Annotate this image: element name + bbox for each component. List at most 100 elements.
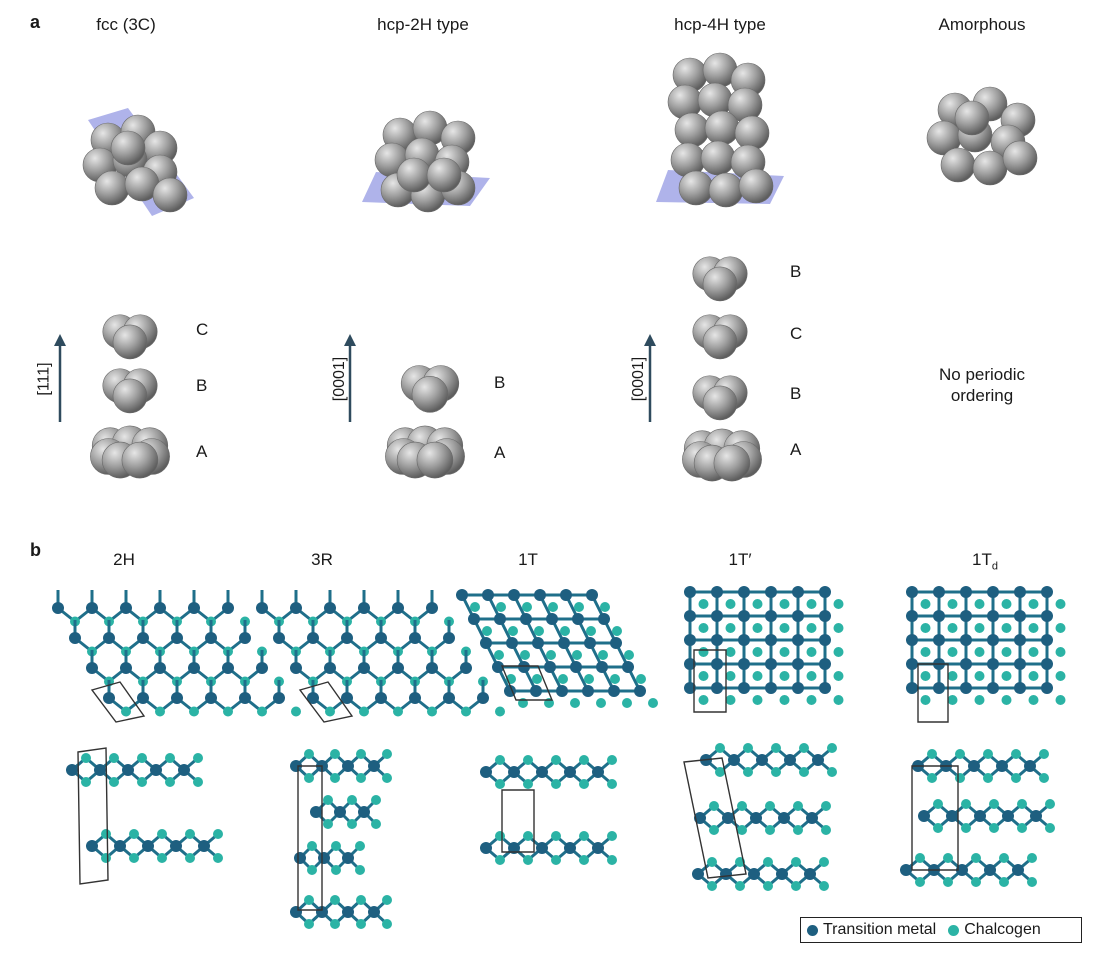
title-3r: 3R [311, 550, 333, 569]
metal-atom [324, 602, 336, 614]
chalcogen-atom [989, 823, 999, 833]
chalcogen-atom [356, 919, 366, 929]
metal-atom [150, 764, 162, 776]
chalcogen-atom [551, 855, 561, 865]
hcp4h-cluster-atom [678, 170, 714, 206]
metal-atom [94, 764, 106, 776]
chalcogen-atom [709, 825, 719, 835]
metal-atom [592, 842, 604, 854]
chalcogen-atom [725, 647, 736, 657]
chalcogen-atom [551, 831, 561, 841]
metal-atom [508, 766, 520, 778]
chalcogen-atom [806, 623, 817, 633]
chalcogen-atom [371, 795, 381, 805]
metal-atom [114, 840, 126, 852]
chalcogen-atom [707, 857, 717, 867]
chalcogen-atom [1001, 599, 1012, 609]
legend: Transition metal Chalcogen [800, 917, 1082, 943]
metal-atom [974, 810, 986, 822]
chalcogen-atom [791, 881, 801, 891]
chalcogen-atom [495, 779, 505, 789]
unit-cell-box [917, 663, 949, 723]
chalcogen-atom [1011, 773, 1021, 783]
metal-atom [556, 685, 568, 697]
metal-atom [804, 868, 816, 880]
chalcogen-atom [579, 755, 589, 765]
chalcogen-atom [1017, 823, 1027, 833]
crystal-structures [52, 586, 1066, 929]
metal-atom [536, 766, 548, 778]
metal-atom [368, 760, 380, 772]
metal-atom [634, 685, 646, 697]
chalcogen-atom [532, 674, 542, 684]
metal-atom [120, 602, 132, 614]
metal-atom [960, 586, 972, 598]
chalcogen-atom [551, 755, 561, 765]
unit-cell-box [90, 681, 146, 723]
title-1td-main: 1T [972, 550, 992, 569]
chalcogen-atom [821, 801, 831, 811]
metal-atom [142, 840, 154, 852]
metal-atom [984, 864, 996, 876]
chalcogen-atom [157, 853, 167, 863]
chalcogen-atom [1001, 671, 1012, 681]
panel-a-letter: a [30, 12, 41, 32]
metal-atom [310, 806, 322, 818]
chalcogen-atom [933, 823, 943, 833]
metal-atom [426, 662, 438, 674]
unit-cell-box [683, 757, 747, 879]
chalcogen-atom [947, 671, 958, 681]
metal-atom [536, 842, 548, 854]
chalcogen-atom [974, 623, 985, 633]
metal-atom [239, 632, 251, 644]
metal-atom [222, 662, 234, 674]
metal-atom [765, 610, 777, 622]
chalcogen-atom [765, 825, 775, 835]
metal-atom [738, 658, 750, 670]
chalcogen-atom [806, 599, 817, 609]
chalcogen-atom [1001, 623, 1012, 633]
chalcogen-atom [1011, 749, 1021, 759]
chalcogen-atom [355, 841, 365, 851]
metal-atom [684, 586, 696, 598]
amorphous-cluster-atom [972, 150, 1008, 186]
hcp4h-layer-b: B [790, 384, 802, 403]
chalcogen-atom [1055, 599, 1066, 609]
chalcogen-atom [793, 825, 803, 835]
amorphous-cluster-atom [954, 100, 990, 136]
chalcogen-atom [213, 853, 223, 863]
metal-atom [170, 840, 182, 852]
metal-atom [154, 602, 166, 614]
title-1t: 1T [518, 550, 538, 569]
chalcogen-atom [920, 599, 931, 609]
chalcogen-atom [765, 801, 775, 811]
metal-atom [792, 610, 804, 622]
metal-atom [610, 637, 622, 649]
metal-atom [546, 613, 558, 625]
metal-atom [564, 766, 576, 778]
metal-atom [608, 685, 620, 697]
metal-atom [806, 812, 818, 824]
chalcogen-atom [819, 881, 829, 891]
chalcogen-atom [109, 777, 119, 787]
chalcogen-atom [715, 767, 725, 777]
metal-atom [1014, 658, 1026, 670]
chalcogen-atom [707, 881, 717, 891]
metal-atom [508, 589, 520, 601]
metal-atom [996, 760, 1008, 772]
chalcogen-atom [584, 674, 594, 684]
chalcogen-atom [698, 671, 709, 681]
metal-atom [482, 589, 494, 601]
metal-atom [1014, 586, 1026, 598]
unit-cell-box [77, 747, 109, 885]
metal-atom [711, 634, 723, 646]
chalcogen-atom [382, 895, 392, 905]
metal-atom [456, 589, 468, 601]
chalcogen-atom [971, 853, 981, 863]
chalcogen-atom [323, 795, 333, 805]
metal-atom [622, 661, 634, 673]
chalcogen-atom [101, 829, 111, 839]
chalcogen-atom [833, 647, 844, 657]
metal-atom [494, 613, 506, 625]
